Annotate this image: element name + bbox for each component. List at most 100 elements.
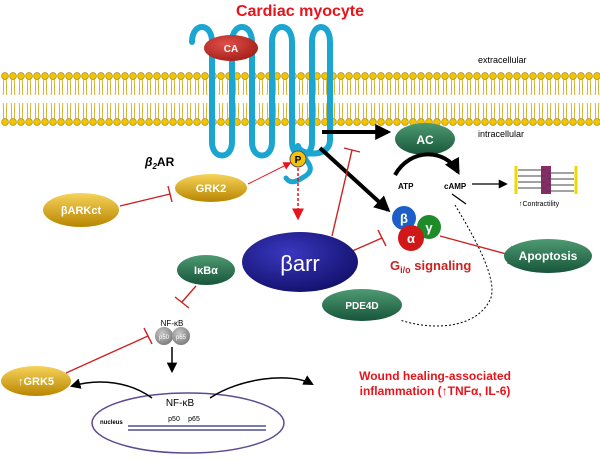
g-alpha-circle bbox=[398, 225, 424, 251]
lipid-head bbox=[57, 118, 65, 126]
lipid-head bbox=[105, 72, 113, 80]
lipid-tail bbox=[594, 102, 600, 120]
lipid-head bbox=[385, 72, 393, 80]
lipid-tail bbox=[442, 102, 448, 120]
lipid-head bbox=[497, 118, 505, 126]
lipid-tail bbox=[570, 78, 576, 96]
lipid-head bbox=[497, 72, 505, 80]
beta2ar-label: β2AR bbox=[144, 155, 175, 171]
lipid-tail bbox=[2, 102, 8, 120]
lipid-tail bbox=[66, 78, 72, 96]
lipid-head bbox=[449, 118, 457, 126]
lipid-tail bbox=[282, 78, 288, 96]
barr-to-gio-inhibit-bar bbox=[377, 229, 387, 247]
lipid-tail bbox=[562, 78, 568, 96]
lipid-tail bbox=[378, 78, 384, 96]
lipid-tail bbox=[474, 78, 480, 96]
nfkb-cyto-label: NF-κB bbox=[161, 319, 184, 328]
lipid-tail bbox=[346, 102, 352, 120]
lipid-head bbox=[481, 72, 489, 80]
beta2ar-receptor bbox=[189, 24, 333, 159]
lipid-tail bbox=[466, 102, 472, 120]
lipid-tail bbox=[74, 78, 80, 96]
atp-label: ATP bbox=[398, 182, 414, 191]
lipid-tail bbox=[594, 78, 600, 96]
barkct-label: βARKct bbox=[61, 205, 102, 217]
lipid-head bbox=[73, 72, 81, 80]
phospho-circle bbox=[289, 150, 307, 168]
lipid-tail bbox=[354, 102, 360, 120]
lipid-head bbox=[361, 72, 369, 80]
lipid-head bbox=[513, 72, 521, 80]
lipid-head bbox=[425, 72, 433, 80]
lipid-tail bbox=[554, 102, 560, 120]
lipid-head bbox=[9, 118, 17, 126]
lipid-tail bbox=[130, 78, 136, 96]
lipid-tail bbox=[362, 78, 368, 96]
lipid-head bbox=[129, 72, 137, 80]
lipid-tail bbox=[490, 102, 496, 120]
lipid-tail bbox=[130, 102, 136, 120]
lipid-head bbox=[81, 72, 89, 80]
lipid-tail bbox=[202, 102, 208, 120]
lipid-tail bbox=[370, 78, 376, 96]
lipid-head bbox=[345, 118, 353, 126]
lipid-tail bbox=[586, 102, 592, 120]
lipid-tail bbox=[10, 102, 16, 120]
lipid-tail bbox=[154, 78, 160, 96]
lipid-head bbox=[369, 118, 377, 126]
lipid-tail bbox=[10, 78, 16, 96]
lipid-head bbox=[121, 72, 129, 80]
lipid-tail bbox=[538, 102, 544, 120]
lipid-tail bbox=[490, 78, 496, 96]
lipid-head bbox=[41, 72, 49, 80]
lipid-head bbox=[177, 72, 185, 80]
lipid-head bbox=[145, 72, 153, 80]
lipid-head bbox=[537, 118, 545, 126]
p50-label: p50 bbox=[159, 335, 170, 341]
lipid-head bbox=[177, 118, 185, 126]
lipid-tail bbox=[106, 102, 112, 120]
lipid-tail bbox=[546, 78, 552, 96]
lipid-tail bbox=[402, 78, 408, 96]
lipid-head bbox=[129, 118, 137, 126]
lipid-tail bbox=[578, 102, 584, 120]
lipid-tail bbox=[18, 102, 24, 120]
barr-to-gio-inhibit-line bbox=[349, 237, 383, 253]
lipid-tail bbox=[194, 78, 200, 96]
lipid-head bbox=[121, 118, 129, 126]
ca-ellipse bbox=[204, 35, 258, 61]
lipid-head bbox=[569, 72, 577, 80]
barr-to-ac-inhibit-bar bbox=[343, 147, 361, 153]
intracellular-label: intracellular bbox=[478, 129, 524, 139]
apoptosis-ellipse bbox=[504, 239, 592, 273]
up-arrow-icon: ↑ bbox=[442, 384, 448, 398]
lipid-head bbox=[401, 72, 409, 80]
lipid-head bbox=[553, 72, 561, 80]
lipid-tail bbox=[258, 102, 264, 120]
grk2-to-p-arrow bbox=[247, 162, 292, 185]
lipid-tail bbox=[122, 102, 128, 120]
lipid-head bbox=[401, 118, 409, 126]
barr-to-ac-inhibit-line bbox=[331, 149, 353, 237]
g-alpha-label: α bbox=[407, 231, 415, 246]
lipid-head bbox=[473, 72, 481, 80]
lipid-tail bbox=[234, 78, 240, 96]
lipid-head bbox=[161, 72, 169, 80]
lipid-tail bbox=[498, 78, 504, 96]
lipid-head bbox=[57, 72, 65, 80]
lipid-head bbox=[193, 118, 201, 126]
lipid-tail bbox=[90, 78, 96, 96]
lipid-head bbox=[113, 118, 121, 126]
lipid-head bbox=[505, 118, 513, 126]
lipid-head bbox=[297, 72, 305, 80]
lipid-head bbox=[185, 72, 193, 80]
lipid-tail bbox=[586, 78, 592, 96]
lipid-tail bbox=[530, 102, 536, 120]
lipid-head bbox=[25, 72, 33, 80]
lipid-head bbox=[561, 72, 569, 80]
lipid-tail bbox=[146, 102, 152, 120]
lipid-tail bbox=[322, 78, 328, 96]
lipid-tail bbox=[82, 102, 88, 120]
